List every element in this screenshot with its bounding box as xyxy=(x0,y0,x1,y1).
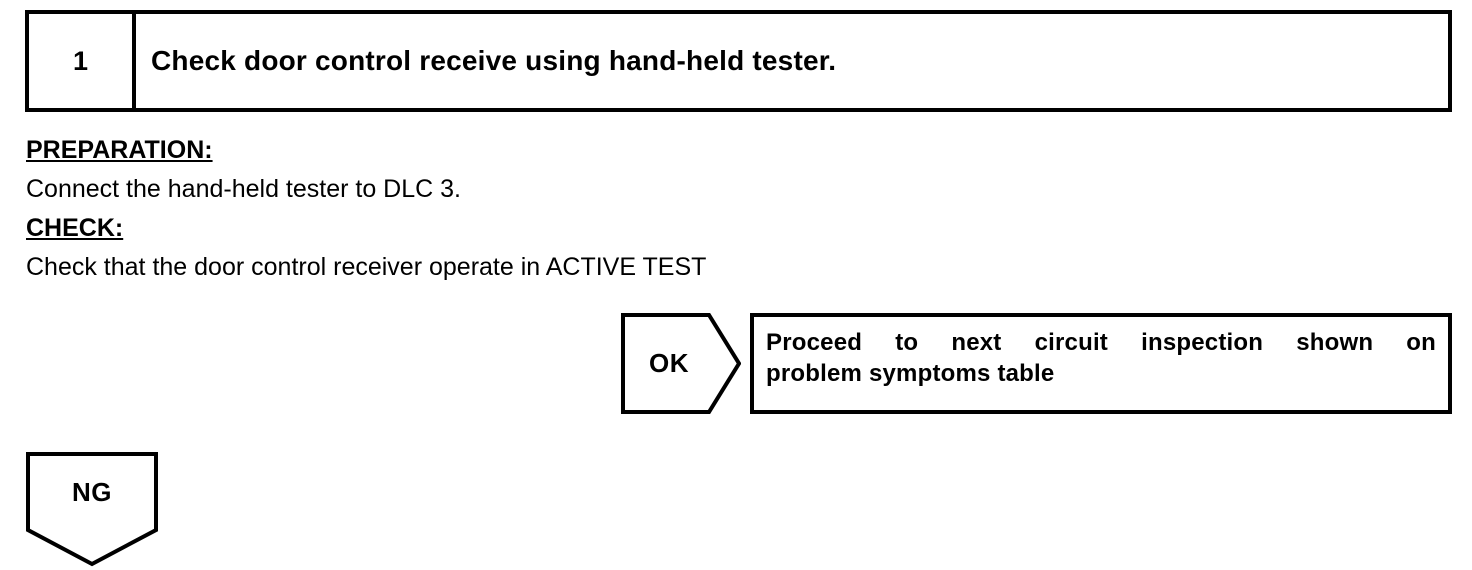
ok-result-box: Proceed to next circuit inspection shown… xyxy=(750,313,1452,414)
check-text: Check that the door control receiver ope… xyxy=(26,253,707,281)
ng-arrow-shape xyxy=(26,452,158,567)
step-title: Check door control receive using hand-he… xyxy=(151,44,837,76)
check-heading-line: CHECK: xyxy=(26,209,1026,248)
check-text-line: Check that the door control receiver ope… xyxy=(26,248,1026,287)
ok-label: OK xyxy=(649,348,689,378)
preparation-label: PREPARATION: xyxy=(26,136,213,164)
ng-branch-arrow: NG xyxy=(26,452,158,570)
step-title-cell: Check door control receive using hand-he… xyxy=(136,14,1448,108)
instruction-body: PREPARATION: Connect the hand-held teste… xyxy=(26,131,1026,287)
check-label: CHECK: xyxy=(26,214,124,242)
step-number: 1 xyxy=(72,45,89,76)
ok-branch-arrow: OK xyxy=(621,313,741,414)
step-number-cell: 1 xyxy=(29,14,136,108)
ok-result-line-2: problem symptoms table xyxy=(766,360,1055,387)
preparation-heading-line: PREPARATION: xyxy=(26,131,1026,170)
ng-label: NG xyxy=(72,476,112,507)
ok-result-line-1: Proceed to next circuit inspection shown… xyxy=(766,329,1436,356)
ok-arrow-shape xyxy=(621,313,741,414)
step-header-table: 1 Check door control receive using hand-… xyxy=(25,10,1452,112)
preparation-text-line: Connect the hand-held tester to DLC 3. xyxy=(26,170,1026,209)
ok-result-text: Proceed to next circuit inspection shown… xyxy=(766,327,1436,389)
preparation-text: Connect the hand-held tester to DLC 3. xyxy=(26,175,461,203)
